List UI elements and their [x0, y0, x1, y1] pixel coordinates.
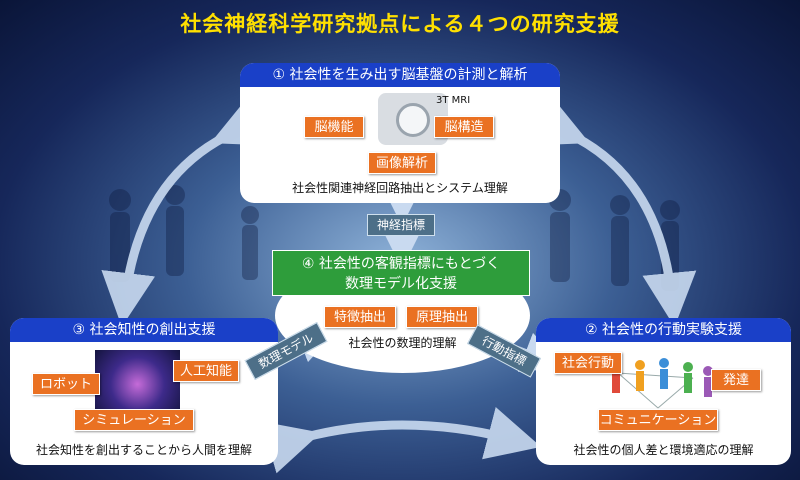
- social-intelligence-box: ③ 社会知性の創出支援 ロボット 人工知能 シミュレーション 社会知性を創出する…: [10, 318, 278, 465]
- brain-measurement-box: ① 社会性を生み出す脳基盤の計測と解析 3T MRI 脳機能 脳構造 画像解析 …: [240, 63, 560, 203]
- cycle-arrows: [101, 96, 697, 474]
- social-intelligence-title: ③ 社会知性の創出支援: [10, 318, 278, 342]
- behavior-experiment-box: ② 社会性の行動実験支援 社会行動 発達 コミュニケーション 社会性の個人差と環…: [536, 318, 791, 465]
- robot-label: ロボット: [32, 373, 100, 395]
- feature-extraction-label: 特徴抽出: [324, 306, 396, 328]
- page-title: 社会神経科学研究拠点による４つの研究支援: [180, 12, 620, 36]
- development-label: 発達: [711, 369, 761, 391]
- brain-measurement-caption: 社会性関連神経回路抽出とシステム理解: [292, 181, 508, 195]
- social-intelligence-caption: 社会知性を創出することから人間を理解: [35, 443, 252, 457]
- neural-index-tag: 神経指標: [367, 214, 435, 236]
- brain-structure-label: 脳構造: [434, 116, 494, 138]
- brain-function-label: 脳機能: [304, 116, 364, 138]
- math-model-caption: 社会性の数理的理解: [348, 336, 457, 350]
- simulation-label: シミュレーション: [74, 409, 194, 431]
- behavior-experiment-title: ② 社会性の行動実験支援: [536, 318, 791, 342]
- mri-label: 3T MRI: [436, 95, 471, 106]
- principle-extraction-label: 原理抽出: [406, 306, 478, 328]
- math-model-title-line1: ④ 社会性の客観指標にもとづく: [301, 256, 501, 272]
- ai-label: 人工知能: [173, 360, 239, 382]
- brain-measurement-title: ① 社会性を生み出す脳基盤の計測と解析: [240, 63, 560, 87]
- math-model-title-line2: 数理モデル化支援: [345, 276, 457, 292]
- image-analysis-label: 画像解析: [368, 152, 436, 174]
- social-behavior-label: 社会行動: [554, 352, 622, 374]
- communication-label: コミュニケーション: [598, 409, 718, 431]
- behavior-experiment-caption: 社会性の個人差と環境適応の理解: [573, 443, 754, 457]
- math-model-title: ④ 社会性の客観指標にもとづく 数理モデル化支援: [272, 250, 530, 296]
